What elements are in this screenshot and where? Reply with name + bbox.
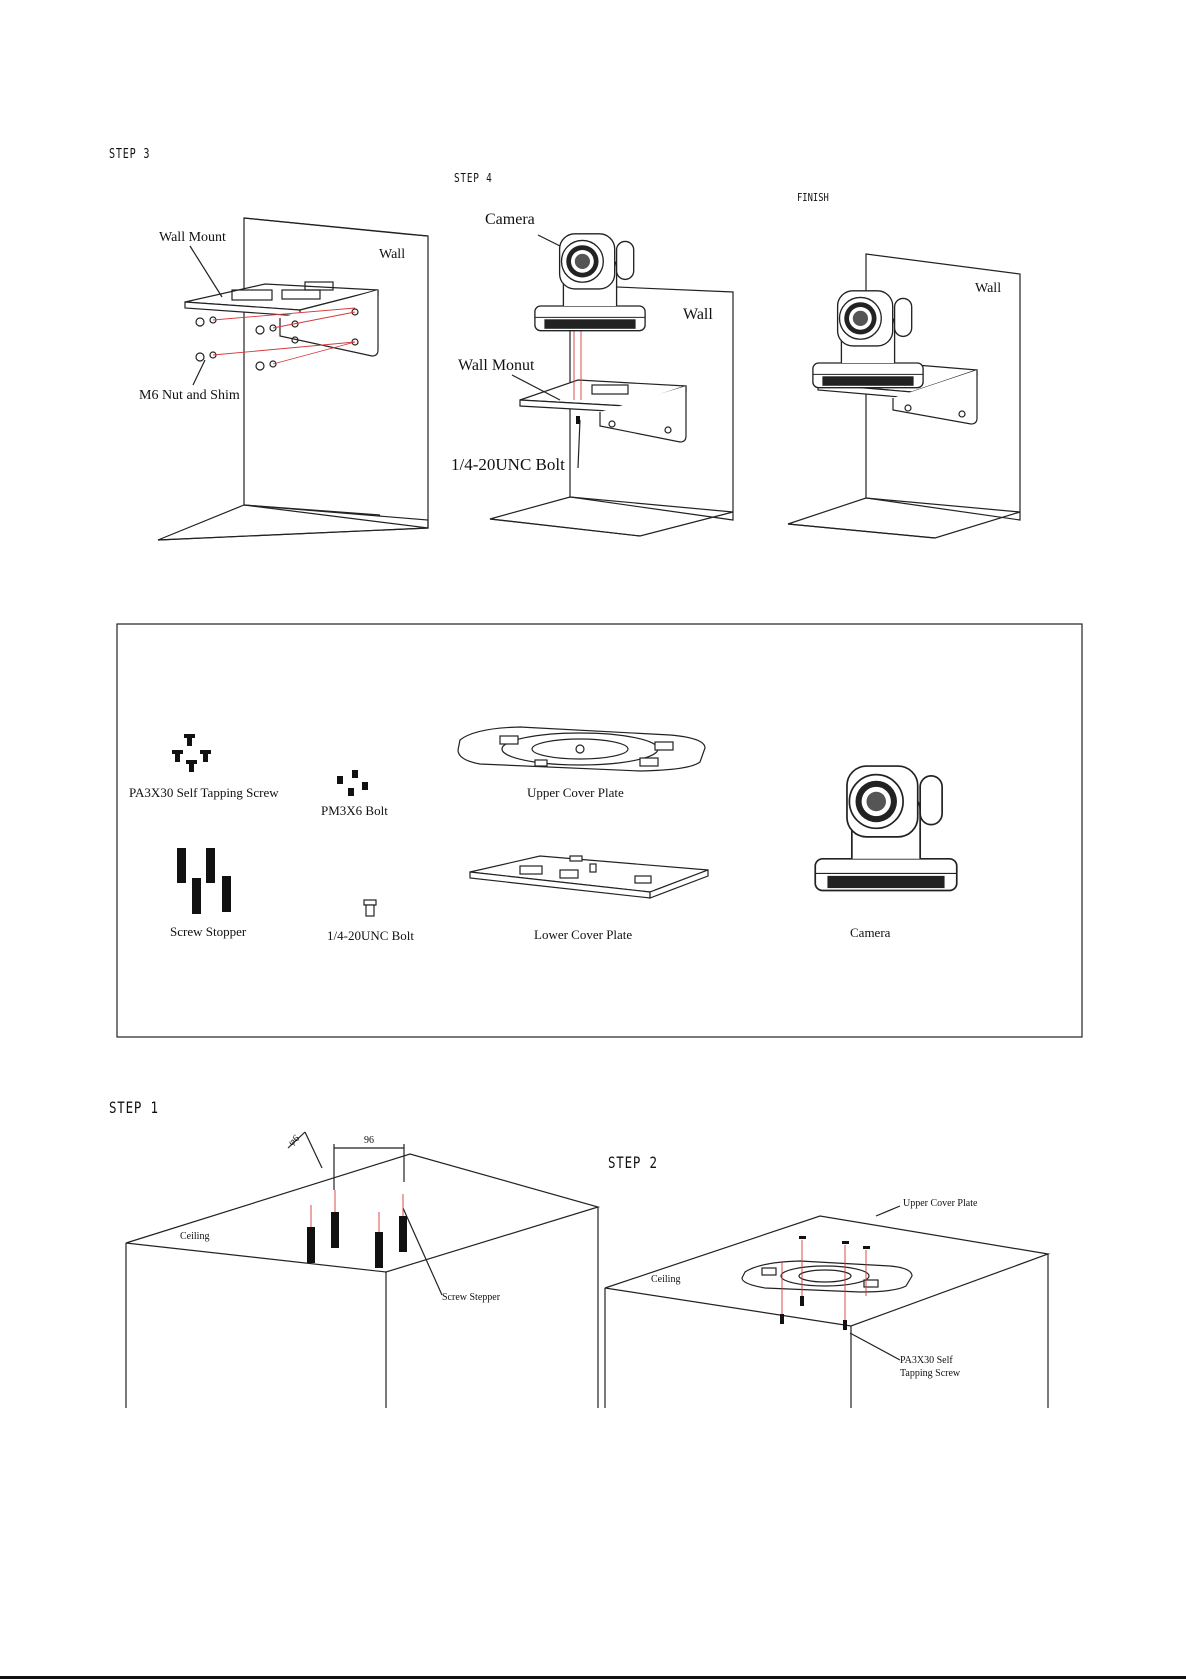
part-camera-label: Camera xyxy=(850,926,890,939)
step1-screw-stepper-label: Screw Stepper xyxy=(442,1293,500,1303)
step4-bolt-label: 1/4-20UNC Bolt xyxy=(451,456,565,473)
part-upper-cover-plate-label: Upper Cover Plate xyxy=(527,786,624,799)
step4-camera-label: Camera xyxy=(485,212,535,228)
step4-title: STEP 4 xyxy=(454,172,493,184)
step3-wall-mount-label: Wall Mount xyxy=(159,231,226,245)
part-unc-bolt-label: 1/4-20UNC Bolt xyxy=(327,929,414,942)
step2-screw-label-line2: Tapping Screw xyxy=(900,1369,960,1379)
part-lower-cover-plate-label: Lower Cover Plate xyxy=(534,928,632,941)
finish-title: FINISH xyxy=(797,192,829,203)
step1-ceiling-label: Ceiling xyxy=(180,1232,209,1242)
step2-ceiling-label: Ceiling xyxy=(651,1275,680,1285)
step3-wall-label: Wall xyxy=(379,248,405,262)
step3-nut-shim-label: M6 Nut and Shim xyxy=(139,389,240,403)
step2-upper-cover-plate-label: Upper Cover Plate xyxy=(903,1199,977,1209)
step1-dimension-b: 96 xyxy=(364,1136,374,1146)
part-pm3x6-bolt-label: PM3X6 Bolt xyxy=(321,804,388,817)
part-self-tapping-screw-label: PA3X30 Self Tapping Screw xyxy=(129,786,279,799)
finish-wall-label: Wall xyxy=(975,282,1001,296)
step2-screw-label-line1: PA3X30 Self xyxy=(900,1356,953,1366)
step3-title: STEP 3 xyxy=(109,148,150,161)
step2-title: STEP 2 xyxy=(608,1155,658,1171)
step4-wall-label: Wall xyxy=(683,307,713,323)
step4-wall-mount-label: Wall Monut xyxy=(458,358,534,374)
step1-title: STEP 1 xyxy=(109,1100,159,1116)
part-screw-stopper-label: Screw Stopper xyxy=(170,925,246,938)
